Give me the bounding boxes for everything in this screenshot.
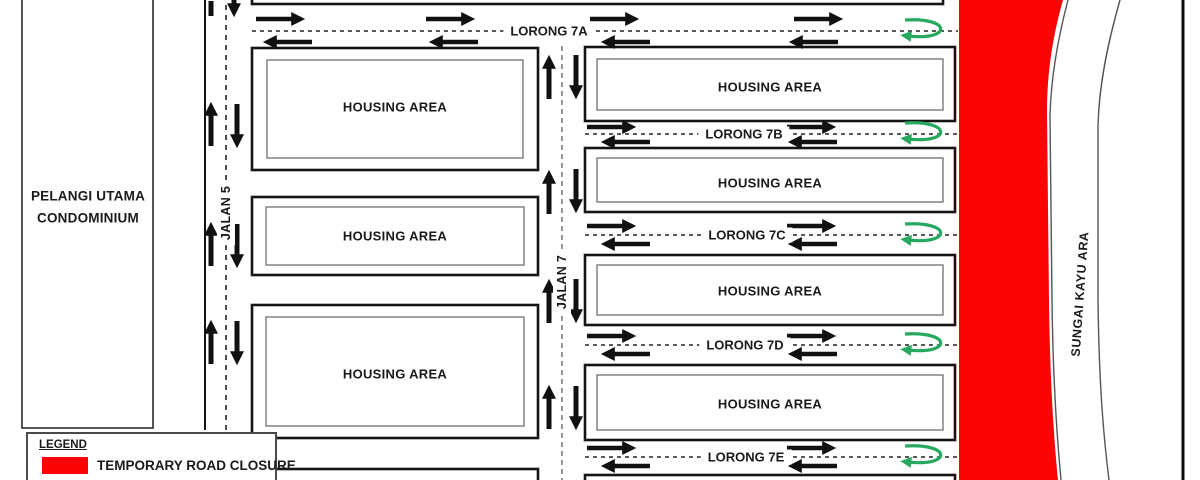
jalan-7-label: JALAN 7	[553, 249, 571, 315]
legend-item: TEMPORARY ROAD CLOSURE	[28, 457, 296, 474]
jalan-5-traffic-arrows	[204, 0, 244, 366]
housing-area-label: HOUSING AREA	[342, 228, 448, 244]
housing-area-label: HOUSING AREA	[717, 79, 823, 95]
river-right-bank	[1097, 0, 1121, 480]
housing-box-right-3	[583, 253, 957, 327]
u-turn-icon	[900, 332, 943, 356]
housing-area-label: HOUSING AREA	[342, 366, 448, 382]
housing-box-left-3	[250, 303, 540, 440]
legend-title: LEGEND	[39, 439, 87, 451]
jalan-5-road	[204, 0, 227, 430]
housing-box-right-5	[583, 473, 957, 480]
housing-area-label: HOUSING AREA	[717, 283, 823, 299]
lorong-7d-label: LORONG 7D	[699, 337, 791, 353]
legend-item-label: TEMPORARY ROAD CLOSURE	[97, 458, 296, 473]
housing-box-top	[250, 0, 945, 6]
housing-area-label: HOUSING AREA	[342, 99, 448, 115]
jalan-5-label: JALAN 5	[217, 180, 235, 246]
closure-color-swatch	[42, 457, 88, 474]
lorong-7c-label: LORONG 7C	[701, 227, 793, 243]
lorong-traffic-arrows	[256, 12, 844, 473]
u-turn-arrows	[900, 18, 943, 468]
river	[1049, 0, 1121, 480]
housing-box-right-4	[583, 363, 957, 442]
lorong-7e-label: LORONG 7E	[700, 449, 792, 465]
u-turn-icon	[900, 444, 943, 468]
housing-area-label: HOUSING AREA	[717, 175, 823, 191]
u-turn-icon	[900, 121, 943, 145]
lorong-7b-label: LORONG 7B	[698, 126, 790, 142]
housing-box-left-4	[250, 467, 540, 480]
river-left-bank	[1049, 0, 1069, 480]
legend-panel: LEGEND TEMPORARY ROAD CLOSURE	[26, 432, 296, 480]
lorong-7a-label: LORONG 7A	[503, 23, 595, 39]
u-turn-icon	[900, 222, 943, 246]
condominium-box	[21, 0, 154, 429]
jalan-7-traffic-arrows	[542, 54, 583, 431]
road-closure-overlay	[959, 0, 1063, 480]
housing-box-left-1	[250, 46, 540, 172]
condominium-label: PELANGI UTAMA CONDOMINIUM	[30, 188, 146, 225]
housing-box-right-2	[583, 146, 957, 214]
housing-box-left-2	[250, 195, 540, 277]
u-turn-icon	[900, 18, 943, 42]
housing-blocks	[250, 0, 957, 480]
housing-area-label: HOUSING AREA	[717, 396, 823, 412]
